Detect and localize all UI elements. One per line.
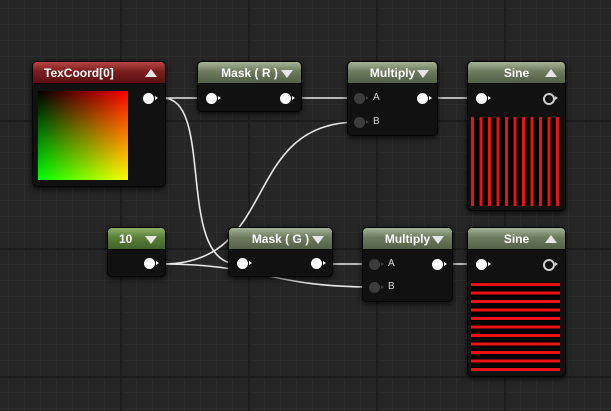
sine-bottom-node-title: Sine (503, 231, 530, 246)
sine-bottom-node[interactable]: Sine (467, 227, 566, 377)
multiply-top-node-title: Multiply (369, 65, 416, 80)
texcoord-preview (38, 91, 128, 180)
multiply-bottom-node-title: Multiply (384, 231, 431, 246)
sine-bottom-node-header[interactable]: Sine (468, 228, 565, 250)
mask-g-node-title: Mask ( G ) (251, 231, 310, 246)
mask-r-node[interactable]: Mask ( R ) (197, 61, 302, 112)
multiply-bottom-input-b-pin[interactable] (369, 282, 384, 293)
triangle-up-icon[interactable] (145, 69, 157, 77)
texcoord-node[interactable]: TexCoord[0] (32, 61, 166, 187)
sine-top-node-title: Sine (503, 65, 530, 80)
mask-g-node[interactable]: Mask ( G ) (228, 227, 333, 277)
triangle-up-icon[interactable] (545, 235, 557, 243)
sine-bottom-preview (471, 282, 560, 371)
constant-node[interactable]: 10 (107, 227, 166, 277)
multiply-bottom-input-a-pin[interactable] (369, 259, 384, 270)
mask-g-input-pin[interactable] (237, 258, 252, 269)
constant-node-title: 10 (119, 231, 133, 246)
multiply-bottom-node-header[interactable]: Multiply (363, 228, 452, 250)
multiply-bottom-node[interactable]: Multiply A B (362, 227, 453, 302)
sine-top-output-pin[interactable] (543, 93, 558, 105)
constant-node-header[interactable]: 10 (108, 228, 165, 250)
triangle-down-icon[interactable] (417, 70, 429, 78)
sine-top-node-header[interactable]: Sine (468, 62, 565, 84)
mask-r-input-pin[interactable] (206, 93, 221, 104)
sine-top-input-pin[interactable] (476, 93, 491, 104)
sine-top-node[interactable]: Sine (467, 61, 566, 211)
triangle-down-icon[interactable] (145, 236, 157, 244)
constant-output-pin[interactable] (144, 258, 159, 269)
mask-r-node-title: Mask ( R ) (221, 65, 278, 80)
triangle-down-icon[interactable] (312, 236, 324, 244)
multiply-bottom-input-b-label: B (388, 281, 395, 292)
multiply-top-input-a-label: A (373, 92, 380, 103)
mask-g-node-header[interactable]: Mask ( G ) (229, 228, 332, 250)
sine-top-preview (471, 117, 560, 206)
wire-constant-to-multiply-top-b[interactable] (162, 121, 359, 265)
multiply-bottom-input-a-label: A (388, 258, 395, 269)
wire-texcoord-to-mask-g[interactable] (162, 97, 239, 265)
multiply-top-input-b-pin[interactable] (354, 117, 369, 128)
sine-bottom-output-pin[interactable] (543, 259, 558, 271)
mask-g-output-pin[interactable] (311, 258, 326, 269)
texcoord-node-title: TexCoord[0] (44, 65, 114, 80)
multiply-top-input-a-pin[interactable] (354, 93, 369, 104)
mask-r-node-header[interactable]: Mask ( R ) (198, 62, 301, 84)
texcoord-output-pin[interactable] (143, 93, 158, 104)
multiply-top-node-header[interactable]: Multiply (348, 62, 437, 84)
mask-r-output-pin[interactable] (280, 93, 295, 104)
sine-bottom-input-pin[interactable] (476, 259, 491, 270)
triangle-down-icon[interactable] (432, 236, 444, 244)
multiply-bottom-output-pin[interactable] (432, 259, 447, 270)
triangle-up-icon[interactable] (545, 69, 557, 77)
texcoord-node-header[interactable]: TexCoord[0] (33, 62, 165, 84)
triangle-down-icon[interactable] (281, 70, 293, 78)
multiply-top-input-b-label: B (373, 116, 380, 127)
multiply-top-output-pin[interactable] (417, 93, 432, 104)
multiply-top-node[interactable]: Multiply A B (347, 61, 438, 136)
